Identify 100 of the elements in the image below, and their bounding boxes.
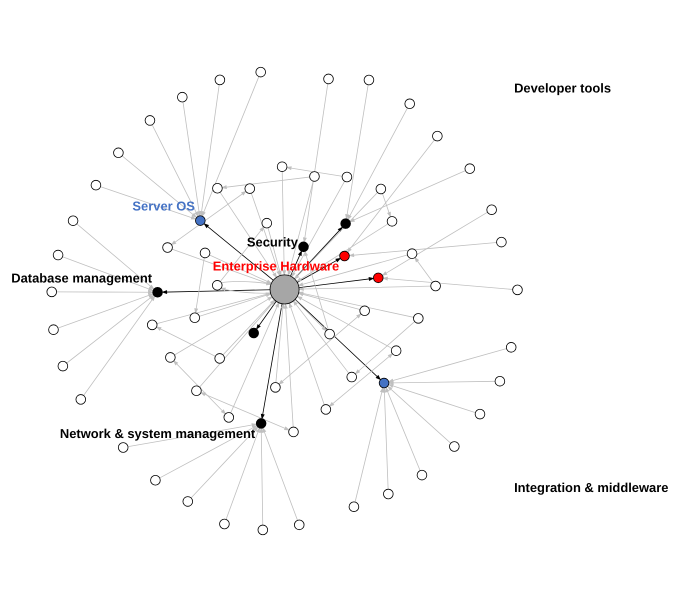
- node-circle: [406, 248, 418, 258]
- arrow: [388, 384, 476, 412]
- arrow: [202, 76, 260, 217]
- arrow: [100, 186, 197, 219]
- arrow: [386, 385, 451, 443]
- node-label: Network & system management: [60, 425, 256, 440]
- node-circle: [383, 488, 394, 499]
- arrow: [156, 326, 216, 356]
- arrow: [348, 242, 497, 257]
- arrow: [288, 180, 314, 276]
- node-circle: [298, 241, 309, 252]
- arrow: [203, 222, 274, 280]
- arrow: [226, 426, 260, 520]
- node-circle: [182, 496, 194, 506]
- node-circle: [146, 319, 158, 330]
- arrow: [347, 107, 408, 220]
- node-circle: [386, 216, 398, 226]
- arrow: [292, 300, 350, 373]
- node-circle: [244, 182, 256, 194]
- arrow: [62, 256, 154, 290]
- node-circle: [309, 170, 320, 182]
- node-circle: [404, 98, 415, 109]
- arrow: [286, 166, 342, 176]
- node-circle: [270, 382, 281, 392]
- arrow: [250, 192, 280, 276]
- node-circle: [113, 147, 124, 158]
- node-circle: [118, 442, 128, 452]
- node-circle: [200, 247, 210, 258]
- arrow: [260, 302, 282, 420]
- arrow: [298, 285, 431, 290]
- node-circle: [52, 249, 64, 260]
- node-label: Database management: [11, 270, 152, 285]
- node-circle: [258, 524, 268, 535]
- node-circle: [494, 375, 506, 386]
- node-circle: [190, 312, 200, 322]
- node-circle: [342, 171, 352, 182]
- arrow: [348, 170, 466, 222]
- arrow: [161, 288, 270, 294]
- node-circle: [348, 500, 360, 512]
- node-circle: [449, 440, 460, 452]
- arrow: [385, 386, 420, 470]
- arrow: [174, 296, 273, 355]
- arrow: [354, 320, 415, 374]
- arrow: [182, 101, 201, 216]
- node-circle: [255, 66, 266, 77]
- arrow: [294, 298, 382, 380]
- arrow: [294, 192, 378, 280]
- node-circle: [177, 91, 188, 102]
- node-circle: [256, 418, 266, 428]
- arrow: [302, 82, 328, 243]
- node-circle: [430, 280, 441, 291]
- node-circle: [340, 218, 351, 228]
- arrow: [382, 192, 391, 218]
- node-circle: [224, 412, 234, 422]
- arrow: [122, 155, 198, 218]
- node-circle: [58, 360, 68, 371]
- node-circle: [486, 204, 497, 214]
- arrow: [388, 380, 496, 384]
- node-circle: [324, 328, 335, 339]
- node-circle: [294, 519, 304, 530]
- arrow: [76, 223, 155, 290]
- arrow: [282, 170, 286, 276]
- node-circle: [320, 404, 332, 414]
- node-circle: [323, 73, 334, 84]
- node-circle: [474, 408, 486, 419]
- node-circle: [214, 74, 226, 85]
- node-circle: [276, 160, 288, 172]
- arrow: [414, 256, 434, 282]
- node-circle: [364, 74, 374, 85]
- node-circle: [288, 426, 299, 437]
- node-circle: [165, 352, 176, 362]
- arrow: [275, 302, 285, 382]
- node-circle: [506, 342, 516, 352]
- arrow: [230, 301, 280, 413]
- node-circle: [432, 130, 443, 141]
- arrow: [220, 191, 278, 278]
- node-circle: [413, 312, 424, 324]
- arrow: [262, 426, 298, 520]
- arrow: [152, 124, 199, 217]
- arrow: [170, 190, 247, 245]
- node-circle: [191, 385, 202, 396]
- node-circle: [248, 327, 259, 338]
- arrow: [58, 293, 154, 328]
- arrow: [298, 254, 408, 286]
- node-circle: [76, 394, 86, 404]
- arrow: [294, 298, 327, 331]
- node-circle: [512, 284, 523, 295]
- node-circle: [150, 474, 161, 485]
- arrow: [221, 176, 310, 189]
- arrow: [172, 360, 226, 414]
- node-circle: [162, 242, 173, 252]
- node-circle: [262, 217, 272, 228]
- node-circle: [464, 162, 476, 174]
- node-circle: [48, 324, 59, 334]
- arrow: [382, 211, 488, 276]
- node-circle: [144, 114, 156, 126]
- node-circle: [378, 377, 390, 388]
- arrow: [382, 386, 389, 489]
- node-circle: [339, 250, 350, 261]
- node-circle: [90, 179, 102, 190]
